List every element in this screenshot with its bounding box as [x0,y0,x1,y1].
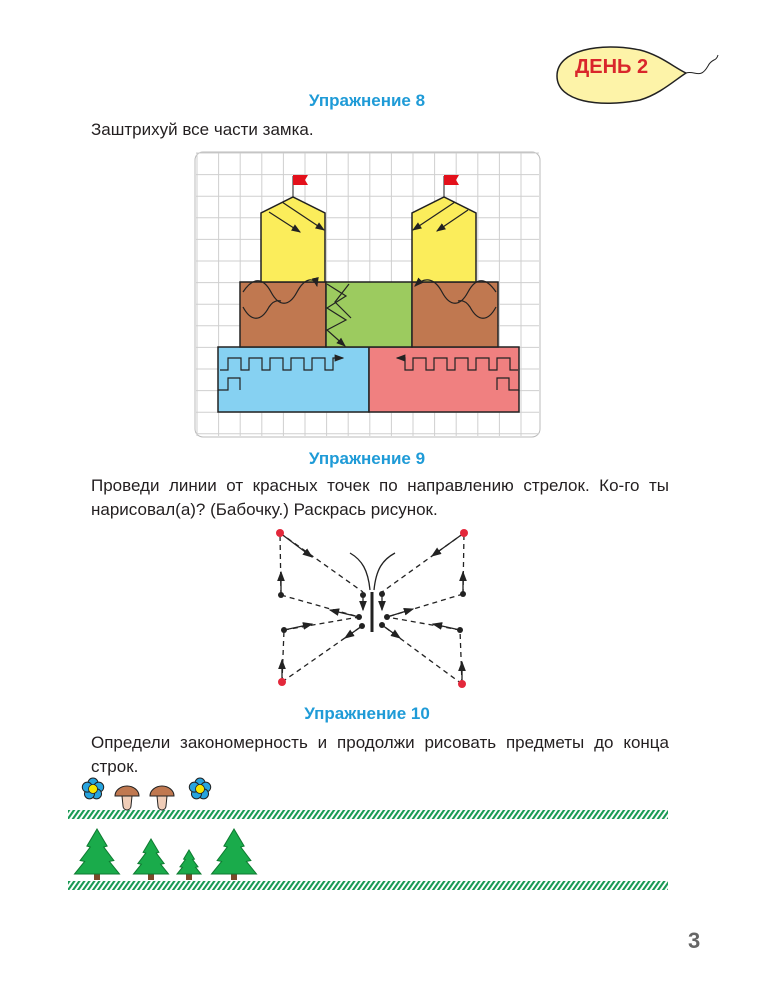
hatched-line [68,881,668,890]
butterfly-dot-puzzle [276,529,468,688]
castle-wall-left [217,346,370,413]
fir-tree-icon [73,828,121,880]
page-number: 3 [688,928,701,953]
mushroom-icon [114,785,140,811]
exercise-9-title: Упражнение 9 [308,449,426,468]
castle [217,175,520,413]
pattern-row-2 [68,828,668,890]
day-badge-label: ДЕНЬ 2 [575,56,649,78]
pattern-row-1 [68,777,668,819]
day-badge-balloon [556,46,719,105]
flag-icon [293,175,308,185]
fir-tree-icon [132,838,170,880]
flower-icon [188,777,212,800]
hatched-line [68,810,668,819]
flower-icon [81,777,105,800]
exercise-8-title: Упражнение 8 [308,91,426,110]
flag-icon [444,175,459,185]
fir-tree-icon [210,828,258,880]
exercise-9-instruction: Проведи линии от красных точек по направ… [91,476,669,519]
castle-brick-right [411,281,499,348]
exercise-10-instruction: Определи закономерность и продолжи рисов… [91,733,669,776]
castle-brick-left [239,281,327,348]
fir-tree-icon [175,849,203,880]
red-start-dots [276,529,468,688]
exercise-10-title: Упражнение 10 [304,704,430,723]
exercise-8-instruction: Заштрихуй все части замка. [91,120,314,139]
castle-tower-right [411,196,477,283]
mushroom-icon [149,785,175,811]
